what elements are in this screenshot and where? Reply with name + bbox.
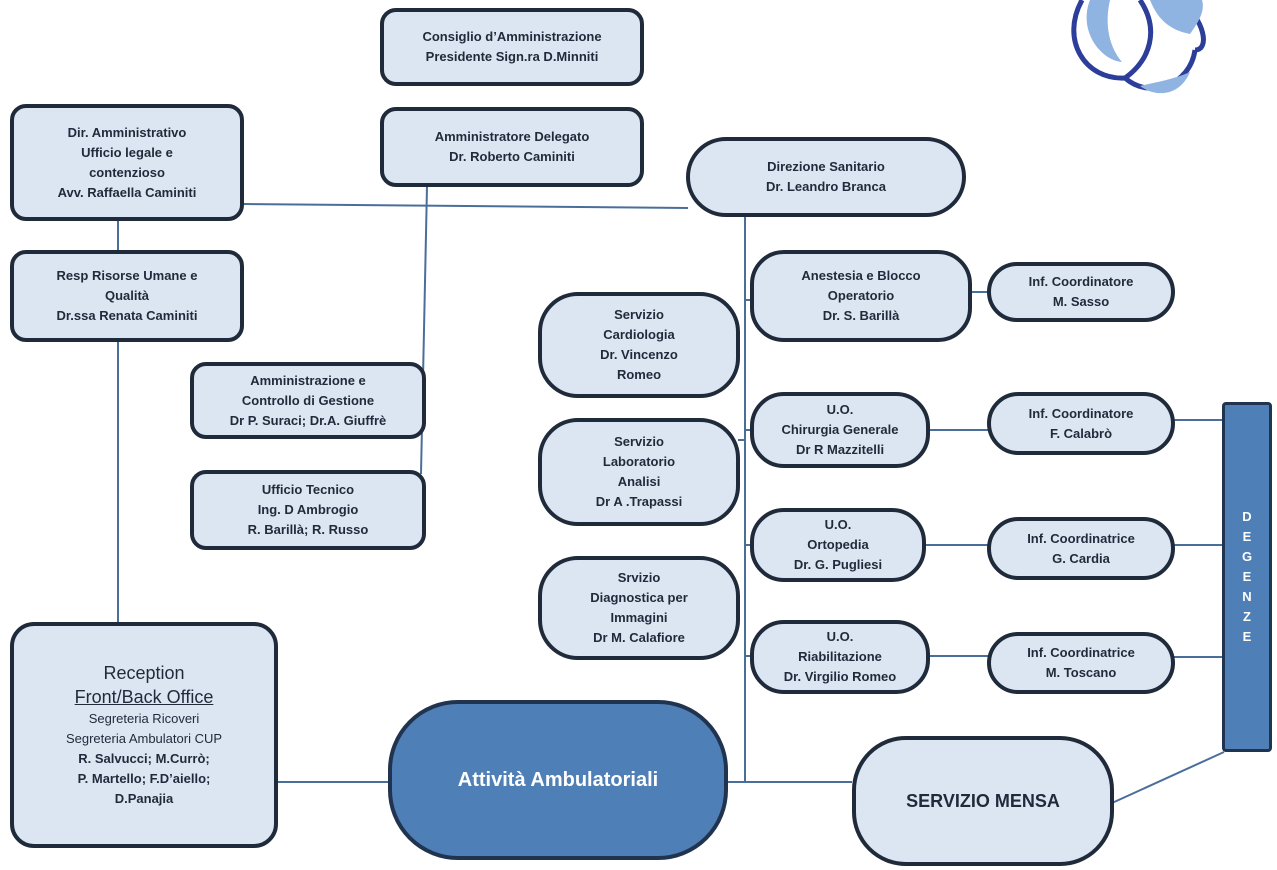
connector-line [242, 203, 689, 209]
diagnostica-line: Immagini [610, 610, 668, 625]
direzione-sanitario-line: Direzione Sanitario [767, 159, 885, 174]
cardiologia-line: Dr. Vincenzo [600, 347, 678, 362]
inf-cardia-line: Inf. Coordinatrice [1027, 530, 1135, 546]
inf-sasso-line: Inf. Coordinatore [1028, 274, 1134, 289]
riabilitazione-box: U.O. Riabilitazione Dr. Virgilio Romeo [750, 620, 930, 694]
inf-cardia-line: G. Cardia [1052, 550, 1110, 566]
inf-calabro-line: F. Calabrò [1049, 425, 1113, 441]
ufficio-tecnico-line: R. Barillà; R. Russo [247, 522, 369, 537]
ortopedia-line: Ortopedia [807, 537, 869, 552]
inf-toscano-line: M. Toscano [1045, 665, 1117, 680]
amm-controllo-box: Amministrazione e Controllo di Gestione … [190, 362, 426, 439]
dir-amm-line: Dir. Amministrativo [67, 124, 187, 140]
amm-controllo-line: Dr P. Suraci; Dr.A. Giuffrè [229, 412, 387, 428]
degenze-letter: N [1242, 589, 1252, 604]
anestesia-box: Anestesia e Blocco Operatorio Dr. S. Bar… [750, 250, 972, 342]
amm-controllo-line: Controllo di Gestione [241, 392, 375, 408]
degenze-letter: Z [1243, 609, 1251, 624]
mensa-label: SERVIZIO MENSA [906, 791, 1060, 811]
reception-line: Segreteria Ricoveri [88, 711, 200, 726]
inf-coordinatrice-toscano-box: Inf. Coordinatrice M. Toscano [987, 632, 1175, 694]
amm-delegato-line: Amministratore Delegato [434, 129, 590, 144]
dir-amm-line: Avv. Raffaella Caminiti [57, 184, 197, 200]
amministratore-delegato-box: Amministratore Delegato Dr. Roberto Cami… [380, 107, 644, 187]
consiglio-line: Consiglio d’Amministrazione [422, 29, 602, 44]
dir-amm-line: contenzioso [89, 164, 165, 180]
amm-controllo-line: Amministrazione e [250, 372, 366, 388]
dir-amministrativo-box: Dir. Amministrativo Ufficio legale e con… [10, 104, 244, 221]
direzione-sanitario-line: Dr. Leandro Branca [766, 179, 886, 194]
connector-line [1111, 751, 1225, 804]
inf-sasso-line: M. Sasso [1052, 294, 1110, 309]
consiglio-line: Presidente Sign.ra D.Minniti [425, 49, 599, 64]
direzione-sanitario-box: Direzione Sanitario Dr. Leandro Branca [686, 137, 966, 217]
inf-coordinatore-sasso-box: Inf. Coordinatore M. Sasso [987, 262, 1175, 322]
degenze-letter: E [1242, 629, 1252, 644]
chirurgia-line: Dr R Mazzitelli [795, 442, 885, 457]
inf-calabro-line: Inf. Coordinatore [1028, 405, 1134, 421]
degenze-letter: G [1241, 549, 1253, 564]
laboratorio-line: Dr A .Trapassi [595, 494, 683, 509]
degenze-letter: E [1242, 529, 1252, 544]
servizio-mensa-box: SERVIZIO MENSA [852, 736, 1114, 866]
inf-coordinatrice-cardia-box: Inf. Coordinatrice G. Cardia [987, 517, 1175, 580]
inf-toscano-line: Inf. Coordinatrice [1027, 645, 1135, 660]
ortopedia-line: U.O. [824, 517, 852, 532]
degenze-bar: D E G E N Z E [1222, 402, 1272, 752]
laboratorio-line: Analisi [617, 474, 661, 489]
anestesia-line: Dr. S. Barillà [822, 308, 900, 323]
reception-line: Segreteria Ambulatori CUP [65, 731, 223, 746]
risorse-umane-line: Resp Risorse Umane e [56, 268, 198, 283]
chirurgia-line: U.O. [826, 402, 854, 417]
ortopedia-box: U.O. Ortopedia Dr. G. Pugliesi [750, 508, 926, 582]
chirurgia-box: U.O. Chirurgia Generale Dr R Mazzitelli [750, 392, 930, 468]
diagnostica-box: Srvizio Diagnostica per Immagini Dr M. C… [538, 556, 740, 660]
attivita-label: Attività Ambulatoriali [457, 769, 659, 791]
attivita-ambulatoriali-box: Attività Ambulatoriali [388, 700, 728, 860]
degenze-letter: D [1242, 509, 1252, 524]
ufficio-tecnico-box: Ufficio Tecnico Ing. D Ambrogio R. Baril… [190, 470, 426, 550]
amm-delegato-line: Dr. Roberto Caminiti [449, 149, 575, 164]
anestesia-line: Operatorio [827, 288, 895, 303]
laboratorio-box: Servizio Laboratorio Analisi Dr A .Trapa… [538, 418, 740, 526]
ufficio-tecnico-line: Ing. D Ambrogio [257, 502, 359, 517]
cardiologia-box: Servizio Cardiologia Dr. Vincenzo Romeo [538, 292, 740, 398]
consiglio-box: Consiglio d’Amministrazione Presidente S… [380, 8, 644, 86]
ufficio-tecnico-line: Ufficio Tecnico [261, 482, 355, 497]
reception-line: P. Martello; F.D’aiello; [77, 771, 211, 786]
logo-icon [1071, 0, 1206, 94]
laboratorio-line: Servizio [614, 434, 664, 449]
reception-title: Reception [103, 663, 185, 683]
ortopedia-line: Dr. G. Pugliesi [793, 557, 883, 572]
riabilitazione-line: Riabilitazione [798, 649, 882, 664]
reception-subtitle: Front/Back Office [74, 687, 214, 707]
cardiologia-line: Romeo [616, 367, 662, 382]
cardiologia-line: Cardiologia [603, 327, 675, 342]
reception-line: D.Panajia [114, 791, 174, 806]
diagnostica-line: Dr M. Calafiore [593, 630, 685, 645]
diagnostica-line: Srvizio [617, 570, 661, 585]
degenze-letter: E [1242, 569, 1252, 584]
dir-amm-line: Ufficio legale e [81, 144, 173, 160]
laboratorio-line: Laboratorio [602, 454, 676, 469]
reception-box: Reception Front/Back Office Segreteria R… [10, 622, 278, 848]
diagnostica-line: Diagnostica per [590, 590, 688, 605]
anestesia-line: Anestesia e Blocco [801, 268, 921, 283]
riabilitazione-line: U.O. [826, 629, 854, 644]
riabilitazione-line: Dr. Virgilio Romeo [783, 669, 897, 684]
risorse-umane-box: Resp Risorse Umane e Qualità Dr.ssa Rena… [10, 250, 244, 342]
reception-line: R. Salvucci; M.Currò; [78, 751, 210, 766]
inf-coordinatore-calabro-box: Inf. Coordinatore F. Calabrò [987, 392, 1175, 455]
cardiologia-line: Servizio [614, 307, 664, 322]
chirurgia-line: Chirurgia Generale [781, 422, 899, 437]
risorse-umane-line: Dr.ssa Renata Caminiti [56, 308, 198, 323]
risorse-umane-line: Qualità [104, 288, 150, 303]
